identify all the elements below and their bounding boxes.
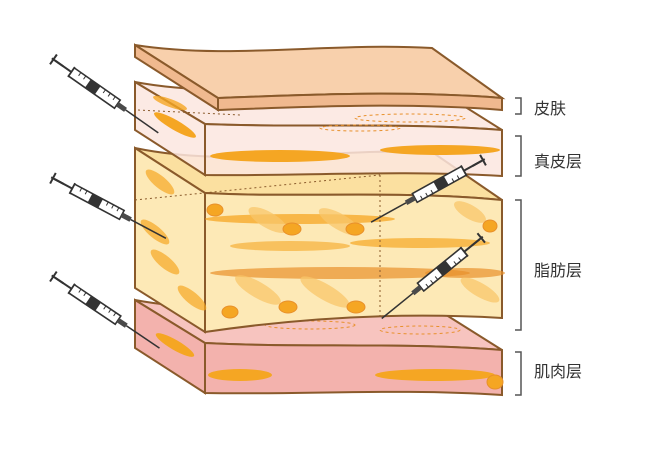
label-skin: 皮肤 xyxy=(534,99,567,118)
skin-layer xyxy=(134,43,506,112)
label-muscle: 肌肉层 xyxy=(534,362,583,381)
label-dermis: 真皮层 xyxy=(534,152,583,171)
label-fat: 脂肪层 xyxy=(534,261,583,280)
layer-brackets xyxy=(515,97,522,396)
